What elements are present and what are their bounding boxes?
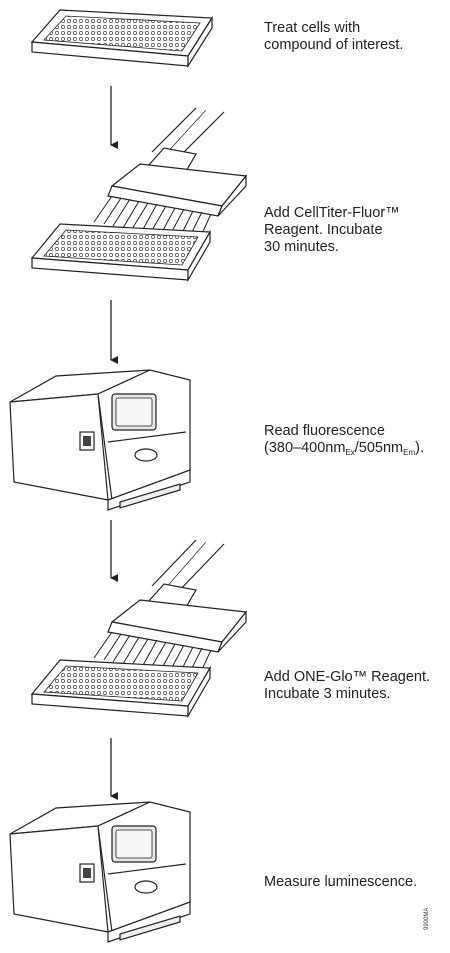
multichannel-pipette-icon	[93, 107, 248, 241]
plate-reader-icon	[9, 369, 191, 511]
step-text-line: (380–400nmEx/505nmEm).	[264, 440, 424, 461]
wavelength-text: ).	[415, 440, 424, 456]
multichannel-pipette-icon	[93, 539, 248, 677]
step-text-line: Read fluorescence	[264, 423, 385, 439]
step-3-text: Read fluorescence (380–400nmEx/505nmEm).	[264, 423, 424, 461]
step-text-line: Reagent. Incubate	[264, 222, 383, 238]
figure-id: 9900MA	[424, 907, 430, 930]
step-4-text: Add ONE-Glo™ Reagent. Incubate 3 minutes…	[264, 669, 430, 703]
step-1-text: Treat cells with compound of interest.	[264, 20, 403, 54]
emission-subscript: Em	[403, 448, 416, 457]
step-text-line: Add CellTiter-Fluor™	[264, 205, 400, 221]
step-text-line: Incubate 3 minutes.	[264, 686, 391, 702]
multiwell-plate-icon	[30, 223, 212, 283]
step-5-text: Measure luminescence.	[264, 874, 417, 891]
step-text-line: Measure luminescence.	[264, 874, 418, 890]
step-text-line: Add ONE-Glo™ Reagent.	[264, 669, 431, 685]
excitation-subscript: Ex	[345, 448, 355, 457]
wavelength-text: /505nm	[354, 440, 404, 456]
step-2-text: Add CellTiter-Fluor™ Reagent. Incubate 3…	[264, 205, 400, 256]
plate-reader-icon	[9, 801, 191, 943]
multiwell-plate-icon	[30, 659, 212, 719]
step-text-line: Treat cells with	[264, 20, 361, 36]
step-text-line: 30 minutes.	[264, 239, 339, 255]
wavelength-text: (380–400nm	[264, 440, 346, 456]
multiwell-plate-icon	[30, 9, 214, 69]
step-text-line: compound of interest.	[264, 37, 404, 53]
